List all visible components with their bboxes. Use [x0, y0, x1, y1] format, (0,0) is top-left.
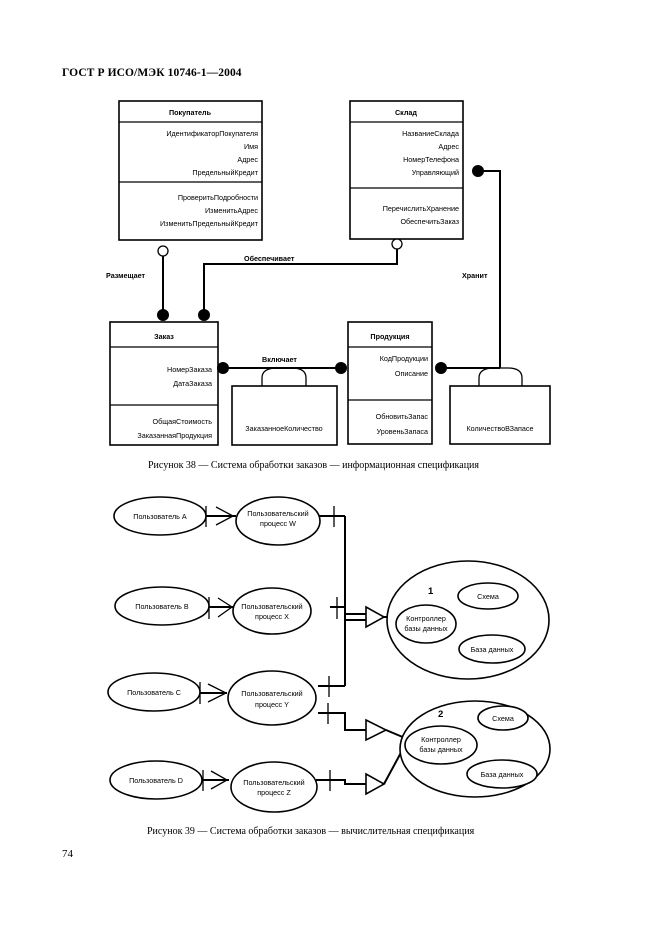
process-w: Пользовательский процесс W [235, 496, 321, 546]
schema-label: Схема [492, 714, 514, 723]
schema-label: Схема [477, 592, 499, 601]
warehouse-attribute: Адрес [438, 142, 459, 151]
customer-attribute: Имя [244, 142, 258, 151]
order-attribute: ДатаЗаказа [173, 379, 212, 388]
warehouse-optional-circle [391, 238, 403, 250]
database-label: База данных [471, 645, 514, 654]
process-label: процесс X [255, 612, 289, 621]
warehouse-attribute: НомерТелефона [403, 155, 459, 164]
warehouse-attribute: Управляющий [412, 168, 459, 177]
process-label: процесс Y [255, 700, 289, 709]
order-attribute: НомерЗаказа [167, 365, 212, 374]
stock-quantity-arc [478, 367, 523, 386]
figure-39-caption: Рисунок 39 — Система обработки заказов —… [147, 826, 475, 837]
customer-attribute: ИдентификаторПокупателя [166, 129, 258, 138]
order-many-dot [198, 309, 210, 321]
figure-39: Пользователь A Пользователь B Пользовате… [107, 496, 551, 813]
process-y: Пользовательский процесс Y [227, 670, 317, 726]
customer-class: Покупатель ИдентификаторПокупателя Имя А… [118, 100, 263, 241]
process-label: Пользовательский [241, 602, 302, 611]
user-d: Пользователь D [109, 760, 203, 800]
customer-operation: ПроверитьПодробности [178, 193, 258, 202]
process-label: процесс W [260, 519, 296, 528]
database-1-number: 1 [428, 586, 434, 597]
product-stores-dot [435, 362, 447, 374]
customer-title: Покупатель [169, 108, 212, 117]
product-includes-dot [335, 362, 347, 374]
database-1: 1 Контроллер базы данных Схема База данн… [386, 560, 550, 680]
process-z: Пользовательский процесс Z [230, 761, 318, 813]
user-c-label: Пользователь C [127, 688, 181, 697]
process-label: Пользовательский [241, 689, 302, 698]
stock-quantity-class: КоличествоВЗапасе [449, 385, 551, 445]
controller-label: базы данных [404, 624, 448, 633]
customer-optional-circle [157, 245, 169, 257]
stock-quantity-label: КоличествоВЗапасе [467, 424, 534, 433]
figure-38-caption: Рисунок 38 — Система обработки заказов —… [148, 460, 479, 471]
database-label: База данных [481, 770, 524, 779]
user-b-label: Пользователь B [135, 602, 189, 611]
controller-label: Контроллер [421, 735, 461, 744]
ordered-quantity-arc [261, 367, 307, 386]
database-2: 2 Контроллер базы данных Схема База данн… [399, 700, 551, 798]
controller-label: базы данных [419, 745, 463, 754]
figure-38: Покупатель ИдентификаторПокупателя Имя А… [106, 100, 551, 446]
order-operation: ЗаказаннаяПродукция [137, 431, 212, 440]
relation-provides-label: Обеспечивает [244, 254, 295, 263]
user-a: Пользователь A [113, 496, 207, 536]
product-attribute: КодПродукции [380, 354, 428, 363]
database-2-number: 2 [438, 709, 443, 720]
process-label: Пользовательский [247, 509, 308, 518]
customer-operation: ИзменитьАдрес [205, 206, 258, 215]
process-label: процесс Z [257, 788, 291, 797]
customer-attribute: ПредельныйКредит [192, 168, 258, 177]
provides-line [203, 249, 398, 314]
user-a-label: Пользователь A [133, 512, 187, 521]
relation-includes-label: Включает [262, 355, 297, 364]
customer-operation: ИзменитьПредельныйКредит [160, 219, 259, 228]
warehouse-operation: ОбеспечитьЗаказ [400, 217, 459, 226]
order-operation: ОбщаяСтоимость [153, 417, 213, 426]
relation-places-label: Размещает [106, 271, 146, 280]
user-d-label: Пользователь D [129, 776, 183, 785]
user-b: Пользователь B [114, 586, 210, 626]
product-class: Продукция КодПродукции Описание Обновить… [347, 321, 433, 445]
order-many-dot [157, 309, 169, 321]
order-title: Заказ [154, 332, 174, 341]
customer-attribute: Адрес [237, 155, 258, 164]
process-x: Пользовательский процесс X [232, 587, 312, 635]
warehouse-class: Склад НазваниеСклада Адрес НомерТелефона… [349, 100, 464, 240]
warehouse-title: Склад [395, 108, 417, 117]
product-operation: ОбновитьЗапас [376, 412, 429, 421]
order-class: Заказ НомерЗаказа ДатаЗаказа ОбщаяСтоимо… [109, 321, 219, 446]
order-includes-dot [217, 362, 229, 374]
product-attribute: Описание [395, 369, 428, 378]
document-header: ГОСТ Р ИСО/МЭК 10746-1—2004 [62, 67, 242, 79]
product-title: Продукция [370, 332, 409, 341]
ordered-quantity-class: ЗаказанноеКоличество [231, 385, 338, 446]
controller-label: Контроллер [406, 614, 446, 623]
warehouse-operation: ПеречислитьХранение [383, 204, 459, 213]
page-number: 74 [62, 848, 73, 860]
process-label: Пользовательский [243, 778, 304, 787]
relation-stores-label: Хранит [462, 271, 488, 280]
warehouse-stores-dot [472, 165, 484, 177]
warehouse-attribute: НазваниеСклада [402, 129, 459, 138]
ordered-quantity-label: ЗаказанноеКоличество [245, 424, 322, 433]
user-c: Пользователь C [107, 672, 201, 712]
stores-line [483, 170, 501, 368]
product-operation: УровеньЗапаса [376, 427, 428, 436]
